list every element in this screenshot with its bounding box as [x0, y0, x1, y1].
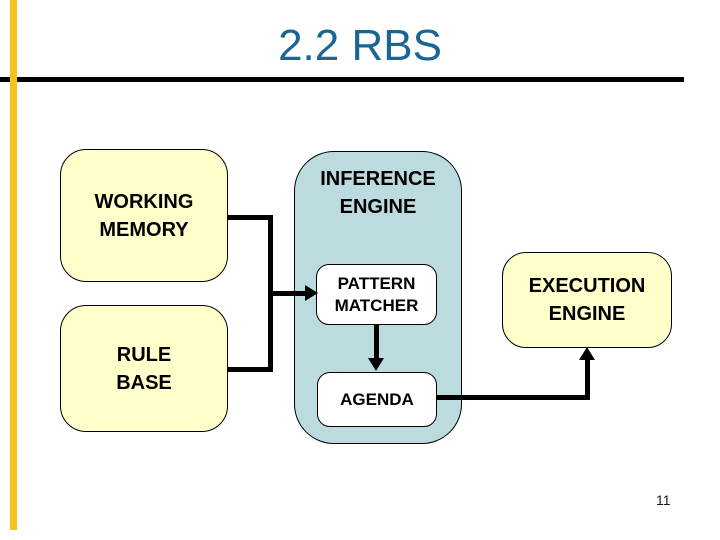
execution-engine-box: EXECUTION ENGINE	[502, 252, 672, 348]
page-number: 11	[656, 492, 671, 508]
rule-base-label: RULE BASE	[116, 343, 172, 394]
connector-to-pattern-matcher	[268, 291, 306, 296]
connector-agenda-horizontal	[437, 395, 590, 400]
arrowhead-into-pattern-matcher-icon	[305, 285, 318, 301]
title-underline	[0, 77, 684, 82]
accent-bar	[10, 0, 17, 530]
inference-engine-label: INFERENCE ENGINE	[320, 168, 436, 218]
agenda-label: AGENDA	[340, 389, 414, 409]
page-title: 2.2 RBS	[278, 21, 442, 70]
pattern-matcher-label: PATTERN MATCHER	[334, 273, 419, 315]
arrowhead-into-agenda-icon	[368, 358, 384, 371]
connector-pattern-matcher-to-agenda	[374, 325, 379, 360]
working-memory-box: WORKING MEMORY	[60, 149, 228, 282]
rule-base-box: RULE BASE	[60, 305, 228, 432]
working-memory-label: WORKING MEMORY	[94, 190, 194, 241]
connector-rule-base-horizontal	[228, 367, 273, 372]
agenda-box: AGENDA	[317, 372, 437, 427]
pattern-matcher-box: PATTERN MATCHER	[316, 264, 437, 325]
execution-engine-label: EXECUTION ENGINE	[528, 275, 646, 325]
connector-working-memory-horizontal	[228, 215, 273, 220]
arrowhead-into-execution-engine-icon	[579, 347, 595, 360]
connector-to-execution-engine	[585, 358, 590, 400]
